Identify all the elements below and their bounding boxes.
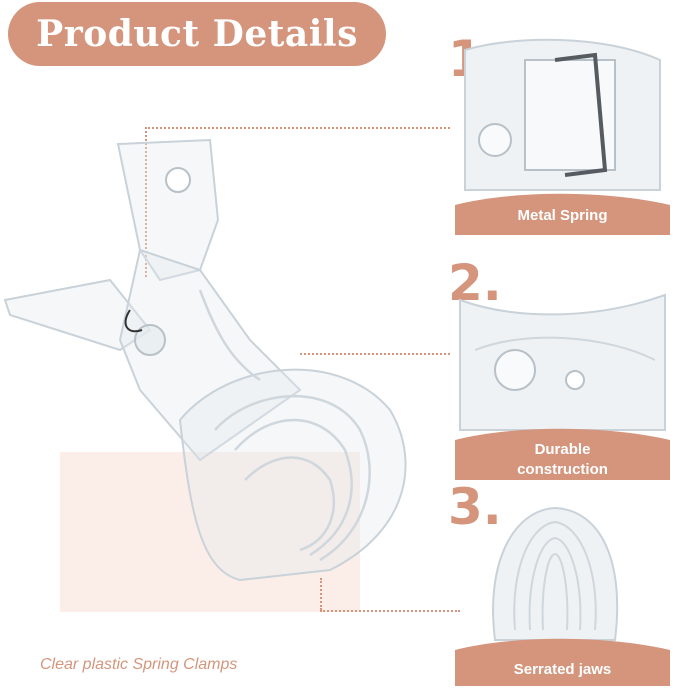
background-accent-block (60, 452, 360, 612)
detail-label-metal-spring: Metal Spring (517, 207, 608, 224)
detail-number-3: 3. (448, 478, 502, 536)
durable-construction-image (455, 293, 670, 480)
connector-line-1 (145, 127, 450, 129)
connector-line-3 (320, 610, 460, 612)
connector-line-3-vertical (320, 578, 322, 610)
detail-card-metal-spring: Metal Spring (455, 30, 670, 235)
detail-card-durable-construction: Durable construction (455, 290, 670, 480)
connector-line-2 (300, 353, 450, 355)
serrated-jaws-image (455, 506, 670, 686)
spring-clamp-image (3, 138, 407, 582)
detail-label-serrated-jaws: Serrated jaws (513, 661, 612, 678)
detail-label-durable-construction: Durable construction (517, 441, 608, 478)
detail-number-2: 2. (448, 254, 502, 312)
page-title: Product Details (8, 2, 386, 66)
metal-spring-image (455, 38, 670, 235)
product-caption: Clear plastic Spring Clamps (40, 656, 238, 673)
connector-line-1-vertical (145, 127, 147, 277)
detail-card-serrated-jaws: Serrated jaws (455, 500, 670, 686)
